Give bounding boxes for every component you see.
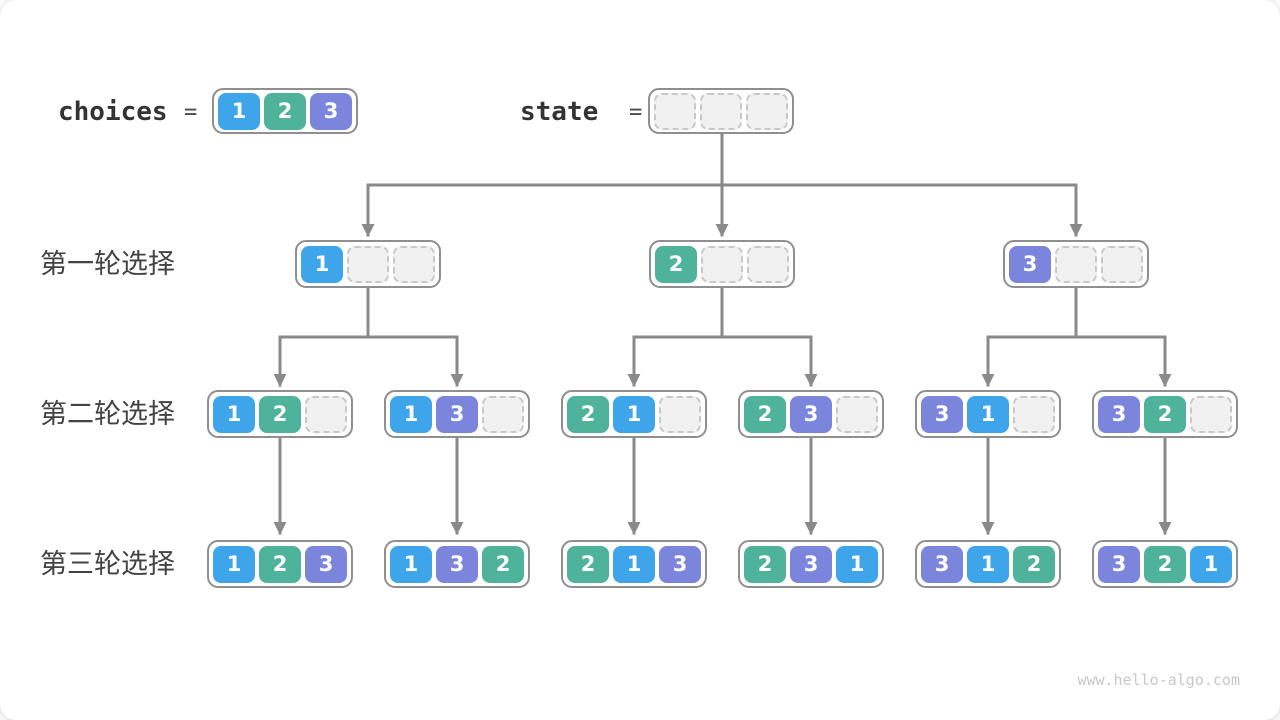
array-cell: 3 (310, 92, 352, 130)
array-cell: 3 (921, 395, 963, 433)
array-cell (700, 92, 742, 130)
array-cell: 2 (744, 395, 786, 433)
equals-sign: = (629, 100, 643, 125)
array-cell (1055, 245, 1097, 283)
tree-node: 1 3 (384, 390, 530, 438)
array-cell: 1 (613, 395, 655, 433)
tree-node: 2 1 (561, 390, 707, 438)
array-cell: 3 (436, 395, 478, 433)
array-cell: 1 (1190, 545, 1232, 583)
round-3-label: 第三轮选择 (40, 549, 175, 579)
array-cell: 3 (921, 545, 963, 583)
tree-node: 3 2 (1092, 390, 1238, 438)
array-cell (836, 395, 878, 433)
tree-node: 3 1 (915, 390, 1061, 438)
array-cell: 2 (1144, 395, 1186, 433)
round-2-label: 第二轮选择 (40, 399, 175, 429)
array-cell: 3 (436, 545, 478, 583)
array-cell: 2 (1013, 545, 1055, 583)
array-cell (747, 245, 789, 283)
array-cell (659, 395, 701, 433)
choices-label: choices (58, 97, 168, 127)
array-cell: 1 (213, 545, 255, 583)
tree-node: 3 1 2 (915, 540, 1061, 588)
tree-node: 3 (1003, 240, 1149, 288)
array-cell (393, 245, 435, 283)
array-cell: 2 (259, 395, 301, 433)
array-cell (1013, 395, 1055, 433)
tree-node: 1 (295, 240, 441, 288)
array-cell: 2 (744, 545, 786, 583)
tree-node: 3 2 1 (1092, 540, 1238, 588)
array-cell (1101, 245, 1143, 283)
array-cell: 3 (790, 395, 832, 433)
array-cell: 1 (218, 92, 260, 130)
array-cell (1190, 395, 1232, 433)
array-cell: 1 (390, 545, 432, 583)
array-cell: 1 (301, 245, 343, 283)
state-array (648, 88, 794, 134)
tree-node: 2 1 3 (561, 540, 707, 588)
array-cell: 2 (567, 545, 609, 583)
array-cell (347, 245, 389, 283)
array-cell: 1 (836, 545, 878, 583)
array-cell (746, 92, 788, 130)
array-cell: 1 (967, 395, 1009, 433)
tree-node: 1 2 (207, 390, 353, 438)
array-cell: 3 (1098, 395, 1140, 433)
array-cell: 1 (213, 395, 255, 433)
array-cell: 2 (482, 545, 524, 583)
array-cell: 3 (790, 545, 832, 583)
array-cell (482, 395, 524, 433)
array-cell: 2 (567, 395, 609, 433)
array-cell: 2 (259, 545, 301, 583)
site-watermark: www.hello-algo.com (1077, 671, 1240, 689)
tree-node: 2 (649, 240, 795, 288)
array-cell: 3 (1009, 245, 1051, 283)
round-1-label: 第一轮选择 (40, 249, 175, 279)
choices-array: 1 2 3 (212, 88, 358, 134)
array-cell: 3 (305, 545, 347, 583)
array-cell: 2 (1144, 545, 1186, 583)
array-cell: 1 (613, 545, 655, 583)
tree-node: 2 3 1 (738, 540, 884, 588)
array-cell (654, 92, 696, 130)
array-cell: 1 (967, 545, 1009, 583)
tree-node: 1 2 3 (207, 540, 353, 588)
array-cell (701, 245, 743, 283)
array-cell (305, 395, 347, 433)
tree-node: 2 3 (738, 390, 884, 438)
array-cell: 2 (264, 92, 306, 130)
array-cell: 1 (390, 395, 432, 433)
tree-node: 1 3 2 (384, 540, 530, 588)
equals-sign: = (184, 100, 198, 125)
array-cell: 3 (1098, 545, 1140, 583)
array-cell: 3 (659, 545, 701, 583)
array-cell: 2 (655, 245, 697, 283)
state-label: state (520, 97, 599, 127)
